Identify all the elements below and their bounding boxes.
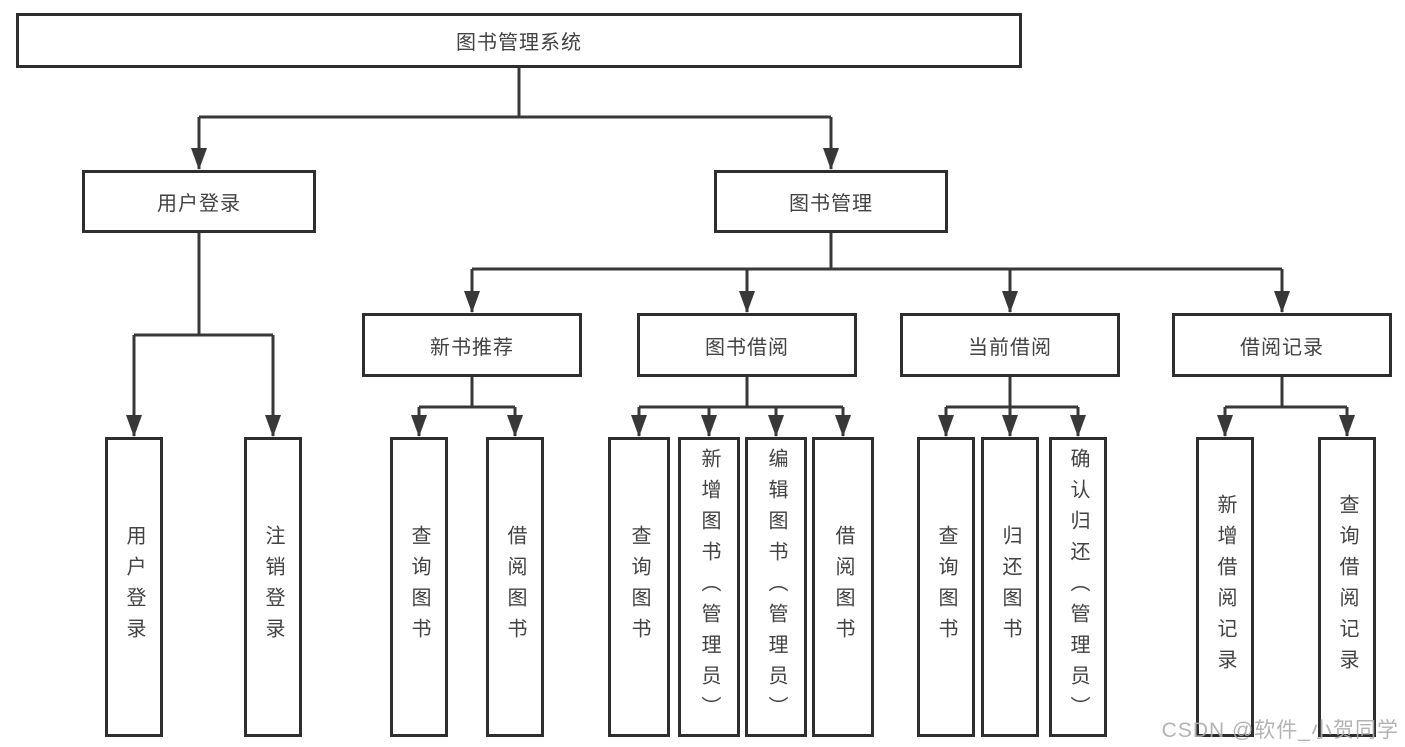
leaf-query-books-recommend-label: 查询图书 <box>408 525 430 649</box>
leaf-return-book: 归还图书 <box>981 437 1039 737</box>
leaf-add-book-admin: 新增图书（管理员） <box>678 437 740 737</box>
node-current-borrow: 当前借阅 <box>900 313 1120 377</box>
node-root-library-system: 图书管理系统 <box>16 13 1022 68</box>
leaf-add-borrow-record: 新增借阅记录 <box>1196 437 1254 737</box>
leaf-logout-login: 注销登录 <box>244 437 302 737</box>
node-user-login: 用户登录 <box>82 170 316 233</box>
leaf-query-books-borrow-label: 查询图书 <box>628 525 650 649</box>
leaf-borrow-books-recommend-label: 借阅图书 <box>504 525 526 649</box>
leaf-confirm-return-admin-label: 确认归还（管理员） <box>1067 447 1089 727</box>
node-book-management-label: 图书管理 <box>789 193 873 215</box>
leaf-user-login-label: 用户登录 <box>123 525 145 649</box>
leaf-query-books-borrow: 查询图书 <box>608 437 670 737</box>
leaf-borrow-books-borrow-label: 借阅图书 <box>832 525 854 649</box>
leaf-borrow-books-borrow: 借阅图书 <box>812 437 874 737</box>
leaf-query-borrow-record: 查询借阅记录 <box>1318 437 1376 737</box>
node-book-borrow-label: 图书借阅 <box>705 336 789 359</box>
leaf-query-books-current: 查询图书 <box>917 437 975 737</box>
leaf-query-borrow-record-label: 查询借阅记录 <box>1336 494 1358 680</box>
node-borrow-records-label: 借阅记录 <box>1240 336 1324 359</box>
leaf-edit-book-admin: 编辑图书（管理员） <box>745 437 807 737</box>
leaf-user-login: 用户登录 <box>105 437 163 737</box>
leaf-logout-login-label: 注销登录 <box>262 525 284 649</box>
node-borrow-records: 借阅记录 <box>1172 313 1392 377</box>
node-book-management: 图书管理 <box>714 170 948 233</box>
node-root-label: 图书管理系统 <box>456 32 582 54</box>
node-book-borrow: 图书借阅 <box>637 313 857 377</box>
leaf-edit-book-admin-label: 编辑图书（管理员） <box>765 447 787 727</box>
csdn-watermark: CSDN @软件_小贺同学 <box>1161 719 1399 742</box>
leaf-confirm-return-admin: 确认归还（管理员） <box>1049 437 1107 737</box>
leaf-borrow-books-recommend: 借阅图书 <box>486 437 544 737</box>
leaf-return-book-label: 归还图书 <box>999 525 1021 649</box>
node-user-login-label: 用户登录 <box>157 193 241 215</box>
node-new-book-recommend-label: 新书推荐 <box>430 336 514 359</box>
leaf-add-borrow-record-label: 新增借阅记录 <box>1214 494 1236 680</box>
leaf-query-books-recommend: 查询图书 <box>390 437 448 737</box>
leaf-add-book-admin-label: 新增图书（管理员） <box>698 447 720 727</box>
node-current-borrow-label: 当前借阅 <box>968 336 1052 359</box>
node-new-book-recommend: 新书推荐 <box>362 313 582 377</box>
leaf-query-books-current-label: 查询图书 <box>935 525 957 649</box>
